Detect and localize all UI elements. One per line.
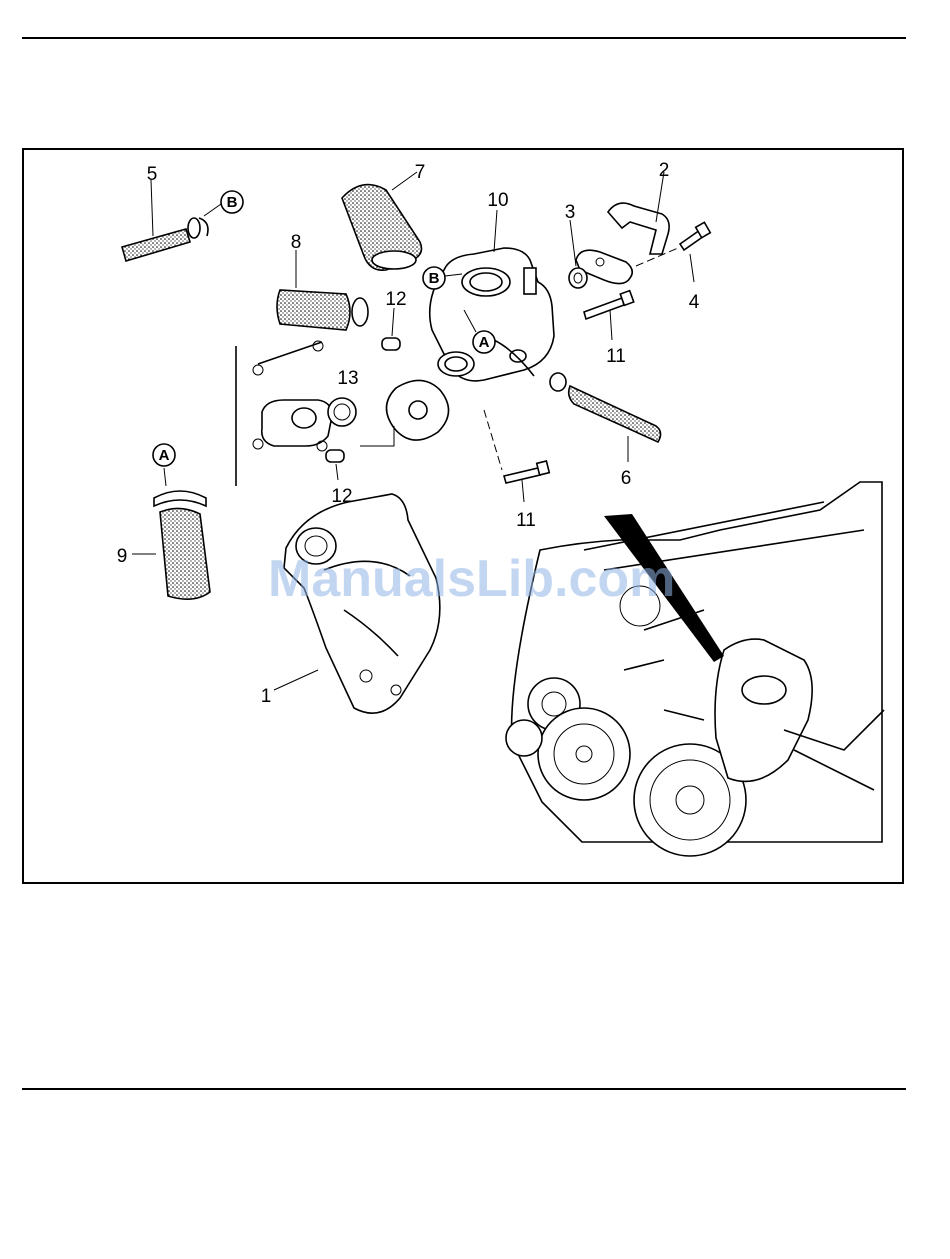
part-13-seal xyxy=(328,398,356,426)
callout-13: 13 xyxy=(337,368,358,389)
ref-b-top: B xyxy=(227,194,238,211)
assembly-line-flange xyxy=(360,426,394,446)
leader-11-lower xyxy=(522,480,524,502)
callout-11-lower: 11 xyxy=(516,510,536,531)
part-9-hose xyxy=(154,491,210,599)
gasket-plate xyxy=(236,341,332,486)
exploded-view-figure: B B A A 5 7 2 10 3 8 12 4 11 13 6 12 11 … xyxy=(22,148,904,884)
callout-11-upper: 11 xyxy=(606,346,626,367)
leader-1 xyxy=(274,670,318,690)
callout-9: 9 xyxy=(117,546,128,567)
bottom-rule xyxy=(22,1088,906,1090)
leader-12-lower xyxy=(336,464,338,480)
callout-10: 10 xyxy=(487,190,508,211)
leader-9-a xyxy=(164,468,166,486)
leader-10 xyxy=(494,210,497,252)
part-6-hose xyxy=(550,373,661,442)
ref-b-right: B xyxy=(429,270,440,287)
leader-4 xyxy=(690,254,694,282)
part-7-hose xyxy=(342,185,422,271)
callout-2: 2 xyxy=(659,160,670,181)
callout-4: 4 xyxy=(689,292,700,313)
leader-3 xyxy=(570,220,576,266)
part-10-housing xyxy=(430,248,554,381)
callout-8: 8 xyxy=(291,232,302,253)
leader-12-upper xyxy=(392,308,394,336)
leader-11-upper xyxy=(610,310,612,340)
callout-1: 1 xyxy=(261,686,272,707)
callout-12-upper: 12 xyxy=(385,289,406,310)
callout-12-lower: 12 xyxy=(331,486,352,507)
part-4-bolt xyxy=(680,222,710,250)
callout-5: 5 xyxy=(147,164,158,185)
part-5-hose xyxy=(122,218,208,261)
leader-5 xyxy=(151,180,153,236)
leader-7 xyxy=(392,172,417,190)
part-8-hose xyxy=(277,290,368,330)
part-12-dowel-lower xyxy=(326,450,344,462)
part-11-bolt-upper xyxy=(584,291,634,319)
diagram-canvas: B B A A 5 7 2 10 3 8 12 4 11 13 6 12 11 … xyxy=(24,150,902,882)
callout-7: 7 xyxy=(415,162,426,183)
part-3-seal xyxy=(569,268,587,288)
ref-a-top: A xyxy=(479,334,490,351)
part-12-dowel-upper xyxy=(382,338,400,350)
callout-3: 3 xyxy=(565,202,576,223)
watermark: ManualsLib.com xyxy=(268,550,675,608)
leader-b-top xyxy=(204,204,221,216)
assembly-line-11 xyxy=(484,410,502,470)
ref-a-left: A xyxy=(159,447,170,464)
part-11-bolt-lower xyxy=(504,461,549,483)
part-2-pipe xyxy=(576,203,669,283)
flange xyxy=(386,380,448,440)
top-rule xyxy=(22,37,906,39)
engine-assembly-view xyxy=(506,482,884,856)
callout-6: 6 xyxy=(621,468,632,489)
